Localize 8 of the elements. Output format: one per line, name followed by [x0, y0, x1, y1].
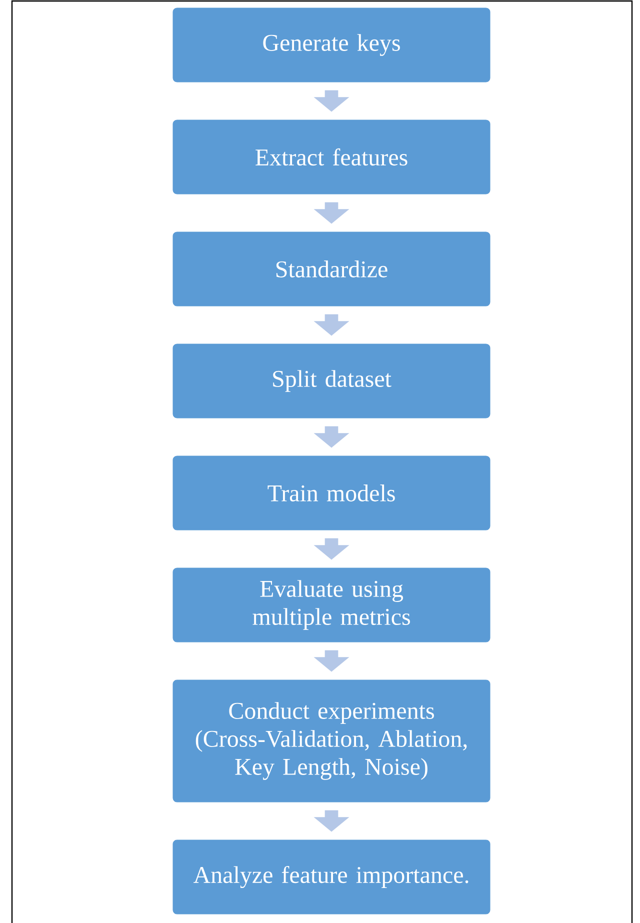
- process-box: Evaluate using multiple metrics: [172, 568, 490, 642]
- process-box: Generate keys: [172, 8, 490, 82]
- process-box: Standardize: [172, 232, 490, 306]
- process-box: Conduct experiments (Cross-Validation, Ablation, Key Length, Noise): [172, 680, 490, 802]
- process-box: Analyze feature importance.: [172, 840, 490, 914]
- process-box: Split dataset: [172, 344, 490, 418]
- process-box: Train models: [172, 456, 490, 530]
- process-box: Extract features: [172, 120, 490, 194]
